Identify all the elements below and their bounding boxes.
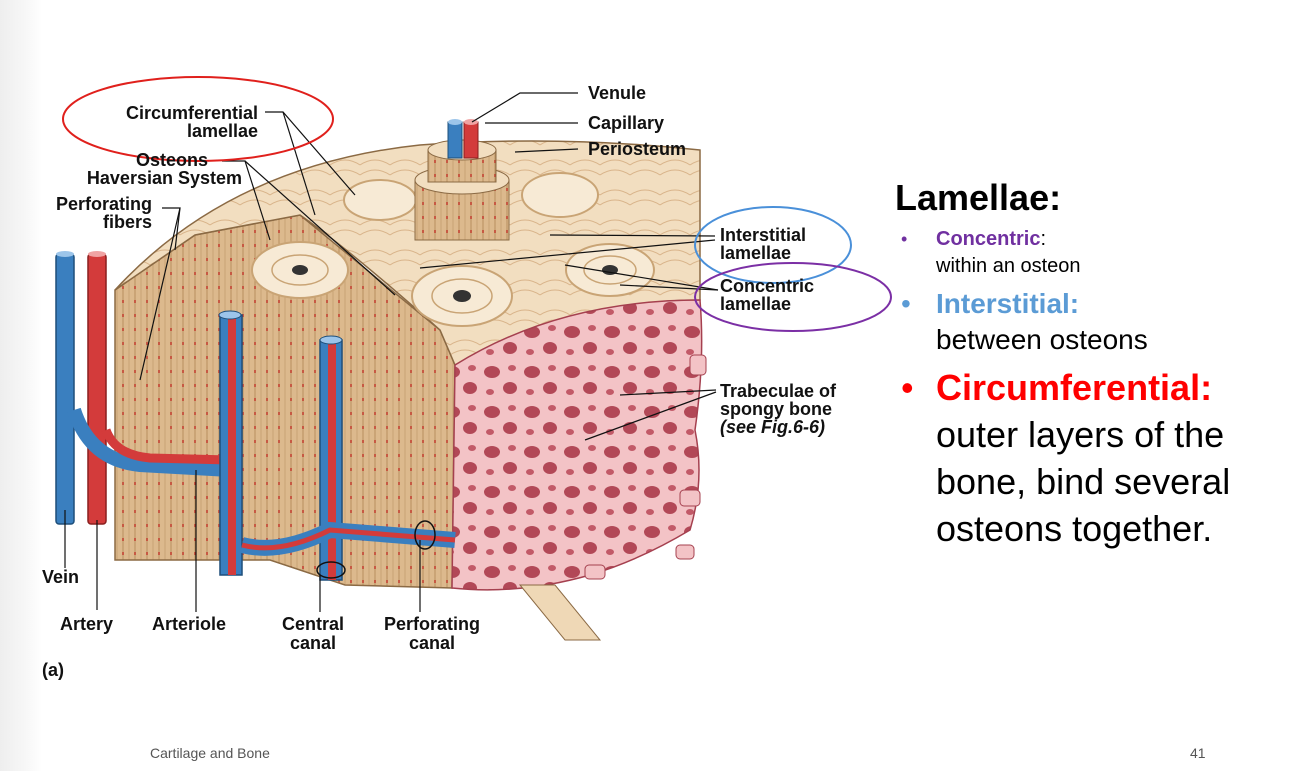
label-circumferential: Circumferential	[126, 103, 258, 123]
term-concentric: Concentric	[936, 228, 1041, 250]
osteon-cross-sections	[251, 172, 655, 327]
label-perforating-fibers: Perforating	[56, 194, 152, 214]
label-trabeculae-2: spongy bone	[720, 399, 832, 419]
page-number: 41	[1190, 745, 1206, 761]
label-perforating-fibers-2: fibers	[103, 212, 152, 232]
projecting-osteon	[414, 119, 510, 241]
panel-heading: Lamellae:	[895, 177, 1062, 218]
label-concentric-2: lamellae	[720, 294, 791, 314]
label-central-canal: Central	[282, 614, 344, 634]
vein-vessel	[55, 253, 75, 525]
label-periosteum: Periosteum	[588, 139, 686, 159]
label-venule: Venule	[588, 83, 646, 103]
concentric-highlight-ellipse	[694, 262, 892, 332]
label-trabeculae-3: (see Fig.6-6)	[720, 417, 825, 437]
label-central-canal-2: canal	[290, 633, 336, 653]
label-circumferential-2: lamellae	[187, 121, 258, 141]
bullet-glyph: •	[901, 288, 911, 319]
label-interstitial: Interstitial	[720, 225, 806, 245]
label-trabeculae: Trabeculae of	[720, 381, 837, 401]
label-interstitial-2: lamellae	[720, 243, 791, 263]
bone-block	[114, 119, 707, 641]
artery-vessel	[87, 253, 107, 525]
desc-interstitial: between osteons	[936, 324, 1148, 355]
desc-circumferential: outer layers of the bone, bind several o…	[936, 414, 1231, 549]
bullet-glyph: •	[901, 229, 908, 249]
label-perforating-canal: Perforating	[384, 614, 480, 634]
label-haversian-system: Haversian System	[87, 168, 242, 188]
term-interstitial: Interstitial:	[936, 288, 1080, 319]
trabecula-struts	[518, 354, 707, 641]
desc-concentric: within an osteon	[936, 255, 1081, 277]
leader-lines	[64, 92, 719, 612]
label-artery: Artery	[60, 614, 113, 634]
footer-title: Cartilage and Bone	[150, 745, 270, 761]
bullet-item-interstitial: • Interstitial: between osteons	[895, 286, 1295, 358]
label-perforating-canal-2: canal	[409, 633, 455, 653]
bullet-item-concentric: • Concentric: within an osteon	[895, 226, 1295, 280]
spongy-bone	[451, 299, 703, 591]
label-concentric: Concentric	[720, 276, 814, 296]
panel-label: (a)	[42, 660, 64, 680]
lamellae-text-panel: Lamellae: • Concentric: within an osteon…	[895, 178, 1295, 552]
bullet-item-circumferential: • Circumferential: outer layers of the b…	[895, 364, 1295, 552]
blood-vessels	[55, 251, 456, 581]
label-arteriole: Arteriole	[152, 614, 226, 634]
label-capillary: Capillary	[588, 113, 664, 133]
term-circumferential: Circumferential:	[936, 367, 1213, 408]
label-osteons: Osteons	[136, 150, 208, 170]
term-suffix: :	[1040, 228, 1047, 250]
slide-left-bar	[0, 0, 42, 771]
bullet-glyph: •	[901, 367, 914, 408]
circumferential-highlight-ellipse	[62, 76, 334, 162]
interstitial-highlight-ellipse	[694, 206, 852, 284]
diagram-labels: Circumferential lamellae Osteons Haversi…	[42, 83, 837, 680]
label-vein: Vein	[42, 567, 79, 587]
